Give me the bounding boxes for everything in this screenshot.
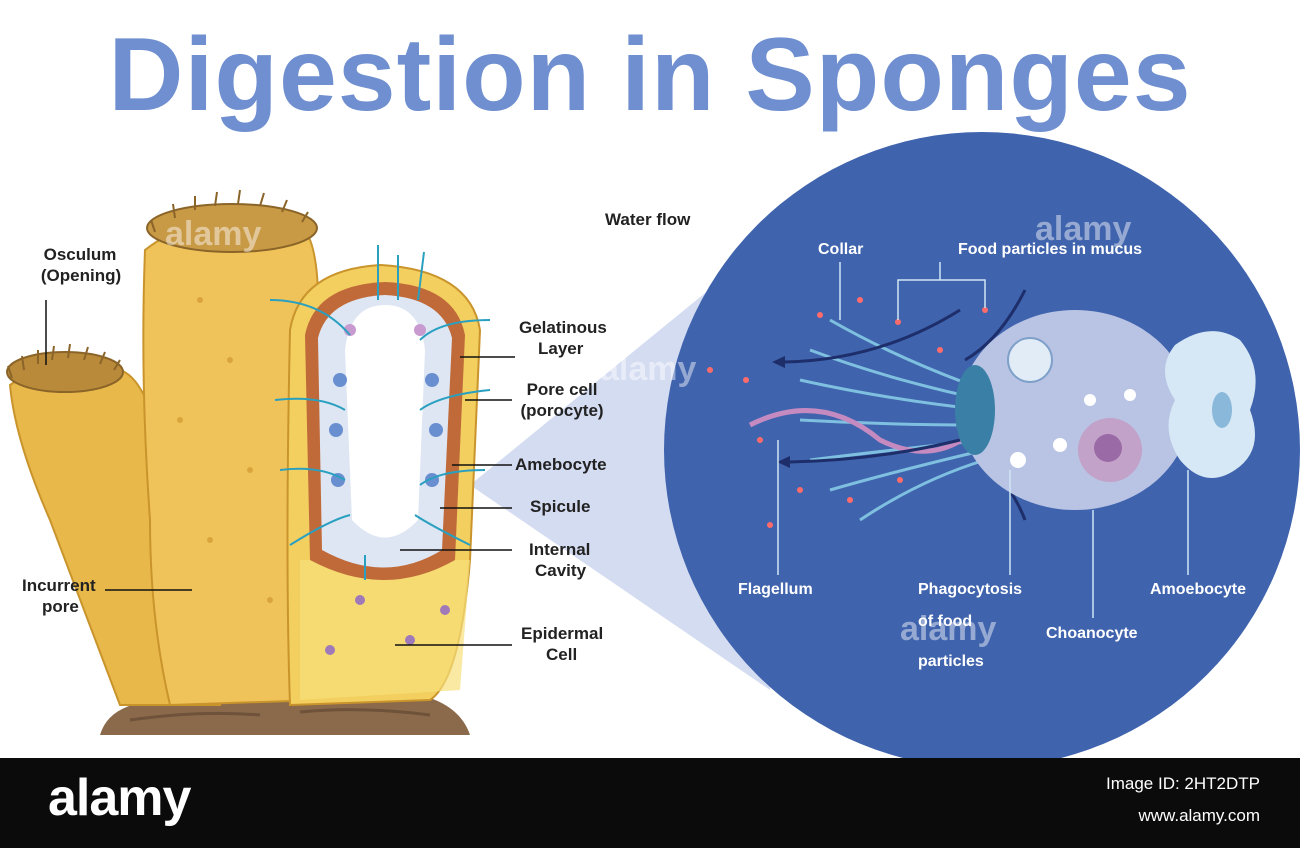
watermark: alamy [165, 215, 262, 253]
choanocyte-magnified-view [664, 132, 1300, 758]
watermark: alamy [600, 350, 697, 388]
label-osculum: Osculum [43, 245, 117, 264]
label-pore-cell: Pore cell [526, 380, 598, 399]
site-url: www.alamy.com [1138, 806, 1260, 825]
label-internal-sub: Cavity [535, 561, 587, 580]
label-gelatinous-sub: Layer [538, 339, 584, 358]
label-incurrent-sub: pore [42, 597, 79, 616]
label-amebocyte: Amebocyte [515, 455, 607, 474]
sponge-tube-tall [142, 189, 322, 707]
label-collar: Collar [818, 241, 864, 258]
watermark: alamy [1035, 210, 1132, 248]
sponge-diagram [6, 132, 1300, 758]
leader-lines [45, 300, 515, 646]
label-phagocytosis-2: of food [918, 613, 973, 630]
image-id: Image ID: 2HT2DTP [1106, 774, 1260, 793]
label-osculum-sub: (Opening) [40, 266, 122, 285]
label-phagocytosis-3: particles [918, 653, 984, 670]
label-spicule: Spicule [530, 497, 591, 516]
label-food-particles: Food particles in mucus [958, 241, 1143, 258]
label-choanocyte: Choanocyte [1046, 625, 1138, 642]
label-flagellum: Flagellum [738, 581, 813, 598]
page-title: Digestion in Sponges [108, 17, 1192, 133]
label-pore-cell-sub: (porocyte) [520, 401, 604, 420]
footer-bar: alamy Image ID: 2HT2DTP www.alamy.com [0, 758, 1300, 848]
label-epidermal: Epidermal [521, 624, 604, 643]
watermark: alamy [900, 610, 997, 648]
label-water-flow: Water flow [605, 210, 691, 229]
label-amoebocyte: Amoebocyte [1150, 581, 1247, 598]
label-phagocytosis: Phagocytosis [918, 581, 1023, 598]
label-epidermal-sub: Cell [546, 645, 578, 664]
alamy-logo: alamy [48, 769, 191, 827]
sponge-cross-section [269, 245, 491, 707]
label-incurrent: Incurrent [22, 576, 96, 595]
label-internal: Internal [529, 540, 591, 559]
label-gelatinous: Gelatinous [519, 318, 607, 337]
